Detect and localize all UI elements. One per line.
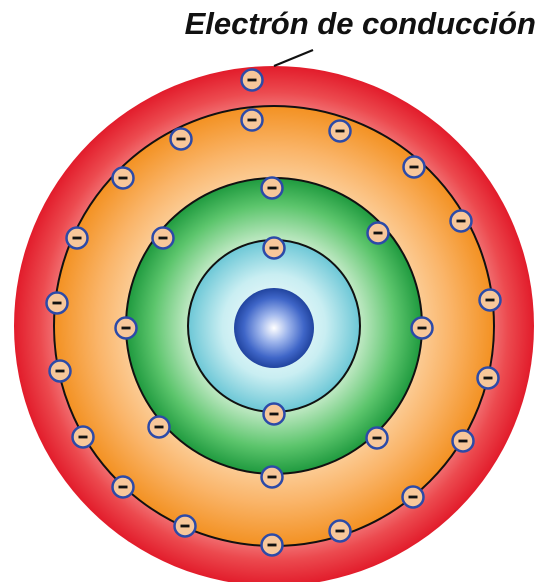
label-leader-line [273,48,314,68]
electrons [45,68,502,557]
minus-sign-icon [458,439,468,443]
electron-shell-3 [45,291,69,315]
electron-shell-3 [71,425,95,449]
minus-sign-icon [372,436,382,440]
electron-shell-3 [401,485,425,509]
electron-shell-2 [366,221,390,245]
minus-sign-icon [247,78,257,82]
electron-shell-3 [476,366,500,390]
electron-shell-2 [365,426,389,450]
electron-shell-3 [48,359,72,383]
minus-sign-icon [158,236,168,240]
minus-sign-icon [180,524,190,528]
minus-sign-icon [409,165,419,169]
minus-sign-icon [52,301,62,305]
minus-sign-icon [267,543,277,547]
electron-shell-2 [260,465,284,489]
minus-sign-icon [456,219,466,223]
minus-sign-icon [335,129,345,133]
minus-sign-icon [485,298,495,302]
electron-shell-3 [478,288,502,312]
minus-sign-icon [267,186,277,190]
minus-sign-icon [176,137,186,141]
electron-shell-3 [449,209,473,233]
minus-sign-icon [154,425,164,429]
minus-sign-icon [118,176,128,180]
electron-shell-3 [328,519,352,543]
electron-shell-2 [114,316,138,340]
minus-sign-icon [121,326,131,330]
minus-sign-icon [373,231,383,235]
minus-sign-icon [269,412,279,416]
electron-shell-1 [262,236,286,260]
minus-sign-icon [408,495,418,499]
electron-shell-3 [451,429,475,453]
minus-sign-icon [118,485,128,489]
minus-sign-icon [72,236,82,240]
electron-shell-3 [65,226,89,250]
nucleus [234,288,314,368]
electron-shell-3 [111,166,135,190]
electron-shell-3 [240,108,264,132]
minus-sign-icon [247,118,257,122]
electron-shell-1 [262,402,286,426]
electron-shell-3 [260,533,284,557]
minus-sign-icon [417,326,427,330]
electron-shell-3 [328,119,352,143]
conduction-electron [240,68,264,92]
electron-shell-2 [410,316,434,340]
minus-sign-icon [483,376,493,380]
minus-sign-icon [267,475,277,479]
minus-sign-icon [335,529,345,533]
electron-shell-2 [260,176,284,200]
electron-shell-3 [111,475,135,499]
minus-sign-icon [55,369,65,373]
electron-shell-3 [173,514,197,538]
conduction-electron-label: Electrón de conducción [185,6,536,41]
electron-shell-3 [169,127,193,151]
electron-shell-3 [402,155,426,179]
minus-sign-icon [269,246,279,250]
electron-shell-2 [151,226,175,250]
minus-sign-icon [78,435,88,439]
electron-shell-2 [147,415,171,439]
